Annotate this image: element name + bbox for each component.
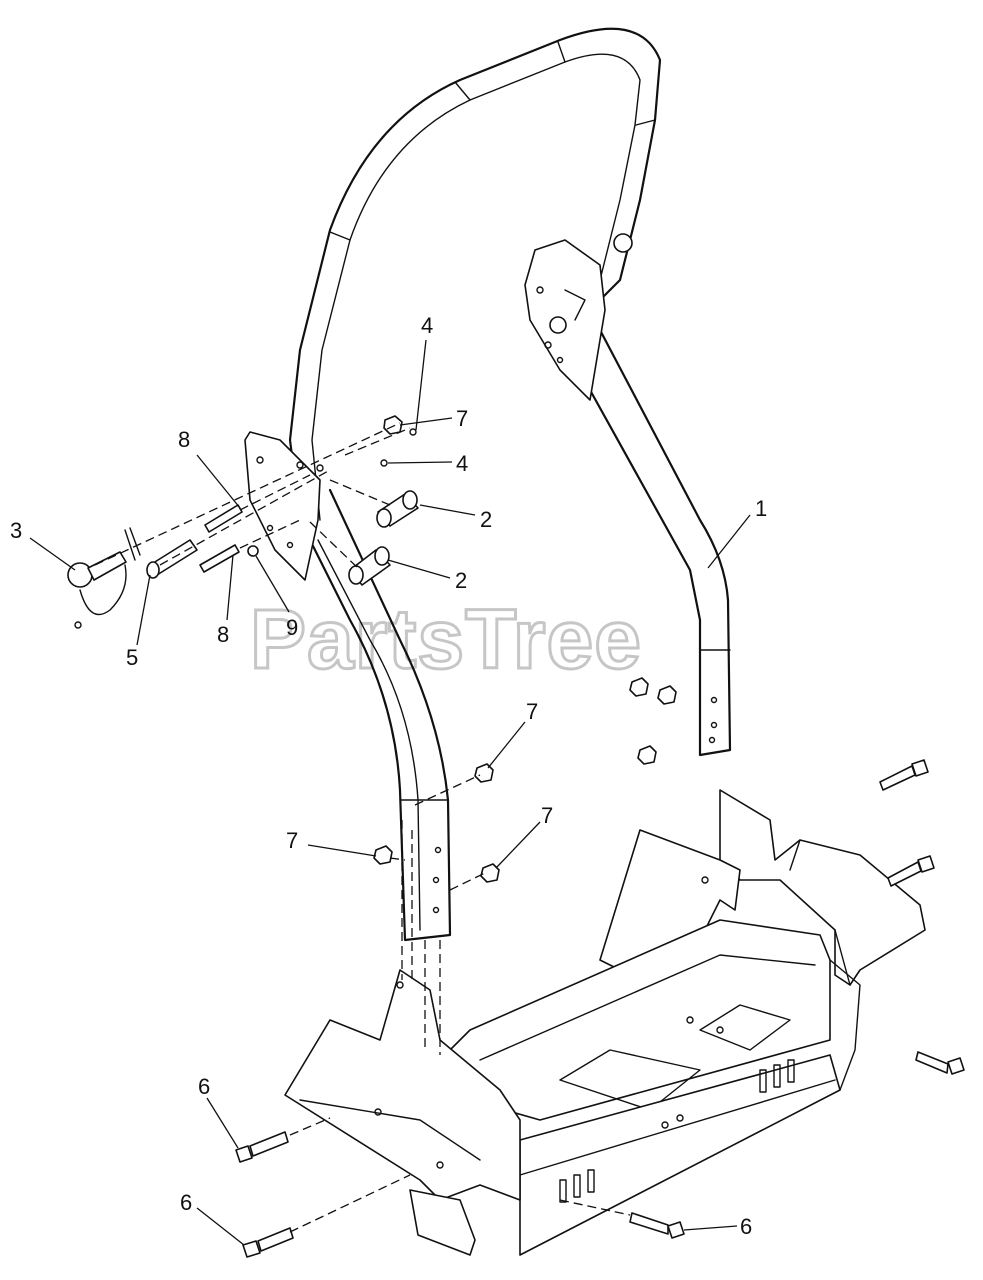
pin-8-upper [204,504,243,533]
callout-8-lower: 8 [217,622,229,647]
callout-7-right: 7 [541,803,553,828]
bolt-6-upper-left [235,1131,289,1163]
callout-4-lower: 4 [456,451,468,476]
callout-4-upper: 4 [421,313,433,338]
callout-labels: 1 2 2 3 4 4 5 6 6 6 7 7 7 7 8 8 9 [10,313,767,1239]
callout-5: 5 [126,645,138,670]
nut-7 [373,415,677,883]
spacer-2-upper [376,490,419,528]
bolt-6-lower-left [242,1227,294,1258]
spacer-2-lower [348,546,391,586]
callout-8-upper: 8 [178,427,190,452]
clip-4 [380,428,417,467]
hitch-pin-3 [67,527,141,629]
callout-2-upper: 2 [480,507,492,532]
roll-bar [288,27,732,942]
leg-holes [432,696,718,914]
callout-9: 9 [286,615,298,640]
vent-slots [559,1059,795,1203]
watermark: PartsTree [250,592,642,686]
bolt-right-upper [879,759,929,791]
washer-9 [247,545,259,557]
callout-6-front: 6 [740,1214,752,1239]
callout-6-lower-left: 6 [180,1190,192,1215]
pin-8-lower [199,544,240,573]
assembly-lines [94,422,631,1233]
bolt-right-mid [887,855,935,887]
right-hinge-bracket [524,233,633,401]
callout-3: 3 [10,518,22,543]
callout-leaders [29,339,751,1246]
mounting-frame [284,789,926,1256]
pin-5 [146,539,198,579]
callout-2-lower: 2 [455,568,467,593]
bolt-right-lower [915,1051,965,1075]
callout-7-upper: 7 [456,406,468,431]
callout-6-upper-left: 6 [198,1074,210,1099]
bolt-6-front [629,1212,685,1239]
callout-7-middle: 7 [526,699,538,724]
callout-1: 1 [755,496,767,521]
callout-7-left: 7 [286,828,298,853]
